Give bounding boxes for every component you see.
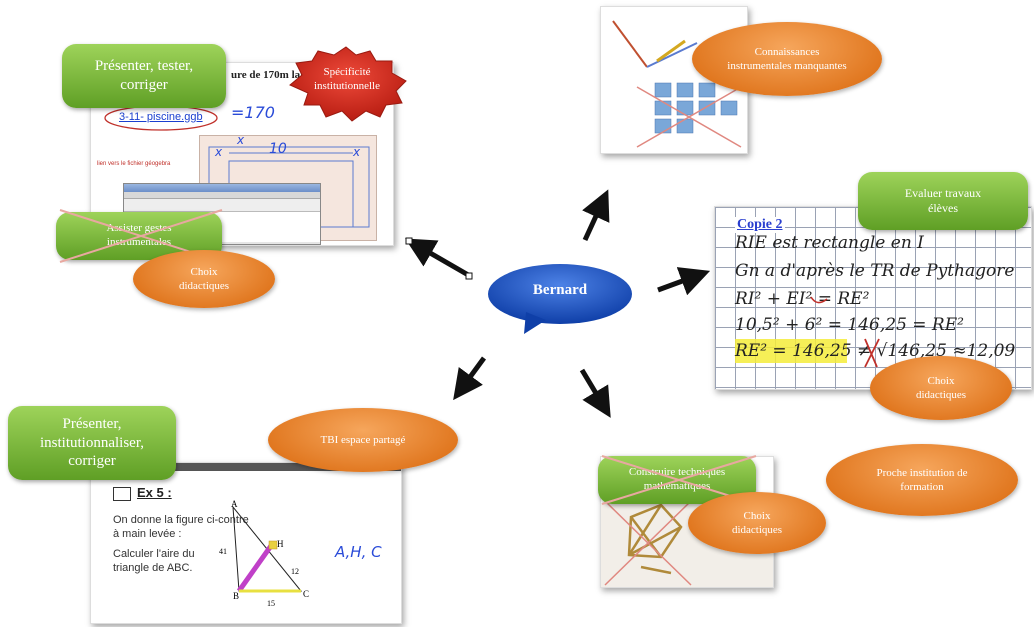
orange-choix-didactiques-1: Choix didactiques <box>133 250 275 308</box>
green-evaluer: Evaluer travaux élèves <box>858 172 1028 230</box>
arrow-top-right <box>582 189 610 242</box>
green-presenter-institutionnaliser-label: Présenter, institutionnaliser, corriger <box>40 415 144 470</box>
red-badge-shape <box>289 46 407 122</box>
orange-connaissances-label: Connaissances instrumentales manquantes <box>727 45 847 72</box>
orange-choix-didactiques-2: Choix didactiques <box>870 356 1012 420</box>
label-A: A <box>231 499 238 509</box>
arrow-right <box>657 267 711 296</box>
label-B: B <box>233 591 240 601</box>
copy-title: Copie 2 <box>735 217 785 233</box>
label-H: H <box>277 539 284 549</box>
dim-10: 10 <box>269 141 287 157</box>
bernard-callout <box>488 264 632 334</box>
orange-choix-didactiques-2-label: Choix didactiques <box>915 374 967 401</box>
copy-corrections <box>810 296 880 368</box>
green-construire-label: Construire techniques mathématiques <box>628 466 726 492</box>
copy-line-1: RIE est rectangle en I <box>735 233 924 253</box>
triangle-figure <box>232 505 303 593</box>
orange-tbi-label: TBI espace partagé <box>320 433 406 446</box>
copy-line-4: 10,5² + 6² = 146,25 = RE² <box>735 315 964 335</box>
ex-title: Ex 5 : <box>137 485 172 500</box>
dim-x-2: x <box>237 133 245 147</box>
copy-line-3: RI² + EI² = RE² <box>735 289 870 309</box>
student-copy: Copie 2 RIE est rectangle en I Gn a d'ap… <box>714 206 1032 390</box>
polyhedron-model <box>604 500 692 586</box>
arrow-handle-2 <box>405 237 413 245</box>
orange-proche-institution-label: Proche institution de formation <box>876 466 968 493</box>
orange-choix-didactiques-1-label: Choix didactiques <box>178 265 230 292</box>
center-label: Bernard <box>532 282 588 298</box>
hand-note-ahc: A,H, C <box>335 543 382 561</box>
file-link[interactable]: 3-11- piscine.ggb <box>119 111 203 123</box>
len-15: 15 <box>267 599 275 608</box>
arrow-top-left <box>405 238 472 279</box>
ex-checkbox <box>113 487 131 501</box>
orange-connaissances: Connaissances instrumentales manquantes <box>692 22 882 96</box>
arrow-bottom-right <box>579 368 611 418</box>
screenshot-tbi: Ex 5 : On donne la figure ci-contre à ma… <box>90 462 402 624</box>
orange-proche-institution: Proche institution de formation <box>826 444 1018 516</box>
arrow-bottom-left <box>453 356 487 401</box>
red-badge-label: Spécificité institutionnelle <box>314 66 380 93</box>
highlight <box>735 339 847 363</box>
ex-text-2: Calculer l'aire du triangle de ABC. <box>113 548 195 575</box>
len-12: 12 <box>291 567 299 576</box>
dim-x-1: x <box>215 145 223 159</box>
dim-x-3: x <box>353 145 361 159</box>
green-presenter-tester: Présenter, tester, corriger <box>62 44 226 108</box>
green-presenter-tester-label: Présenter, tester, corriger <box>94 58 194 93</box>
green-assister-gestes-label: Assister gestes instrumentales <box>106 222 172 248</box>
ex-text-1: On donne la figure ci-contre à main levé… <box>113 514 249 541</box>
copy-line-2: Gn a d'après le TR de Pythagore <box>735 261 1015 281</box>
arrow-handle-1 <box>465 272 473 280</box>
len-41: 41 <box>219 547 227 556</box>
hand-note-170: =170 <box>231 103 275 122</box>
instruments-drawing <box>612 20 742 148</box>
green-presenter-institutionnaliser: Présenter, institutionnaliser, corriger <box>8 406 176 480</box>
label-C: C <box>303 589 310 599</box>
orange-choix-didactiques-3: Choix didactiques <box>688 492 826 554</box>
orange-choix-didactiques-3-label: Choix didactiques <box>731 509 783 536</box>
orange-tbi: TBI espace partagé <box>268 408 458 472</box>
green-evaluer-label: Evaluer travaux élèves <box>904 186 982 215</box>
small-red-note: lien vers le fichier géogebra <box>97 161 171 167</box>
